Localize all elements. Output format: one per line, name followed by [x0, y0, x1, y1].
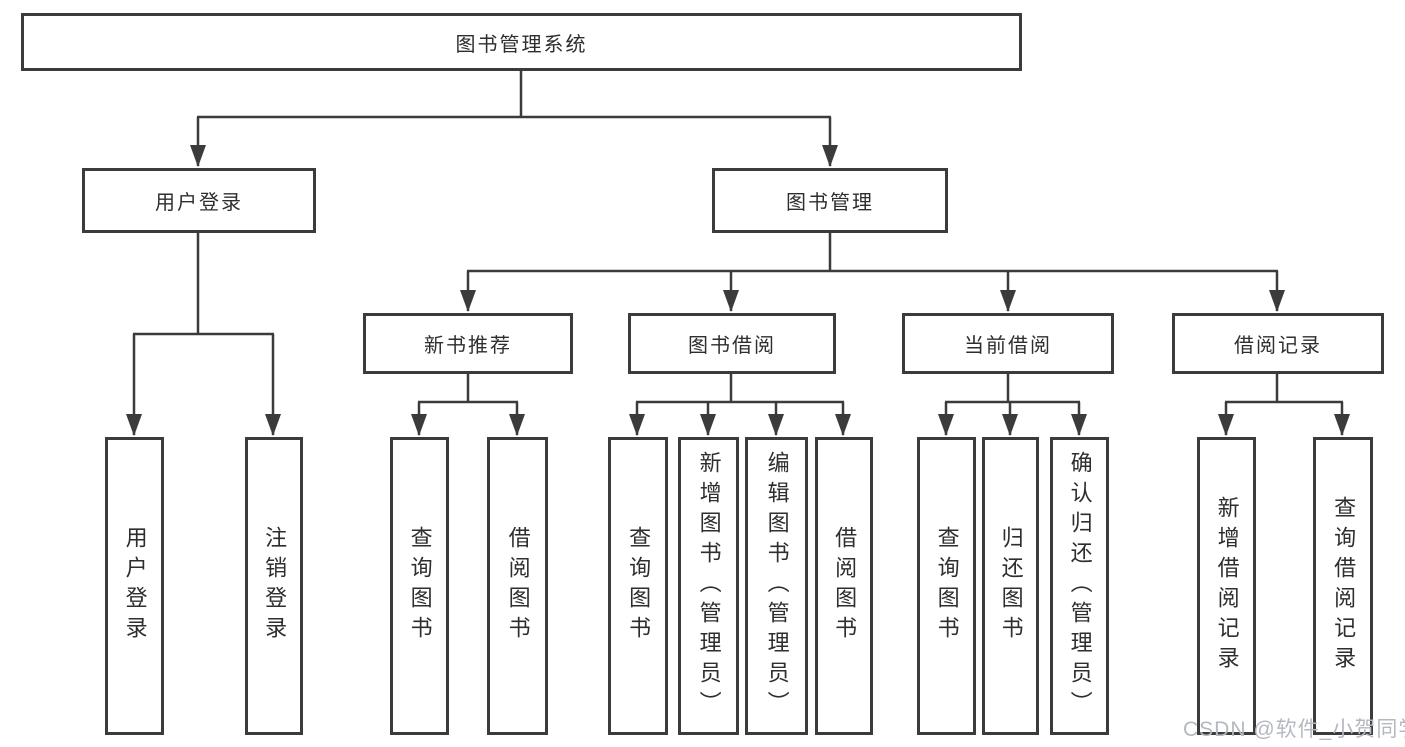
connector-user-login-children [126, 232, 281, 436]
node-logout: 注销登录 [245, 437, 303, 735]
node-return-book: 归还图书 [982, 437, 1039, 735]
node-label: 借阅图书 [832, 526, 858, 646]
node-query-books-1: 查询图书 [390, 437, 449, 735]
node-edit-book-admin: 编辑图书（管理员） [745, 437, 808, 735]
node-root-system: 图书管理系统 [21, 13, 1022, 71]
node-label: 图书管理系统 [455, 33, 588, 56]
node-label: 确认归还（管理员） [1067, 451, 1093, 721]
node-label: 借阅图书 [505, 526, 531, 646]
csdn-watermark: CSDN @软件_小贺同学 [1183, 718, 1405, 741]
node-user-login: 用户登录 [82, 168, 316, 233]
node-label: 图书管理 [786, 192, 874, 214]
node-add-borrow-record: 新增借阅记录 [1197, 437, 1256, 735]
node-query-books-2: 查询图书 [608, 437, 668, 735]
node-label: 新增借阅记录 [1214, 496, 1240, 676]
node-label: 查询图书 [934, 526, 960, 646]
node-borrow-books-1: 借阅图书 [487, 437, 548, 735]
node-new-book-recommend: 新书推荐 [363, 313, 573, 374]
node-label: 注销登录 [262, 526, 288, 646]
node-borrow-records: 借阅记录 [1172, 313, 1384, 374]
node-query-borrow-record: 查询借阅记录 [1313, 437, 1373, 735]
connector-new-book-children [411, 374, 525, 436]
node-label: 图书借阅 [688, 335, 776, 357]
connector-root-to-level2 [190, 70, 838, 167]
node-query-books-3: 查询图书 [917, 437, 976, 735]
node-label: 用户登录 [155, 192, 243, 214]
node-label: 编辑图书（管理员） [764, 451, 790, 721]
node-label: 查询图书 [407, 526, 433, 646]
node-book-management: 图书管理 [712, 168, 948, 233]
node-current-borrow: 当前借阅 [902, 313, 1114, 374]
node-label: 查询图书 [626, 526, 652, 646]
node-borrow-books-2: 借阅图书 [815, 437, 873, 735]
node-add-book-admin: 新增图书（管理员） [678, 437, 739, 735]
connector-current-borrow-children [938, 374, 1087, 436]
node-label: 新书推荐 [424, 335, 512, 357]
node-label: 查询借阅记录 [1331, 496, 1357, 676]
node-label: 新增图书（管理员） [696, 451, 722, 721]
node-label: 借阅记录 [1234, 335, 1322, 357]
node-book-borrow: 图书借阅 [628, 313, 836, 374]
connector-book-mgmt-children [460, 232, 1285, 312]
connector-book-borrow-children [629, 374, 851, 436]
node-confirm-return-admin: 确认归还（管理员） [1050, 437, 1109, 735]
connector-borrow-records-children [1218, 374, 1350, 436]
node-user-login-leaf: 用户登录 [105, 437, 164, 735]
node-label: 用户登录 [122, 526, 148, 646]
node-label: 归还图书 [998, 526, 1024, 646]
node-label: 当前借阅 [964, 335, 1052, 357]
